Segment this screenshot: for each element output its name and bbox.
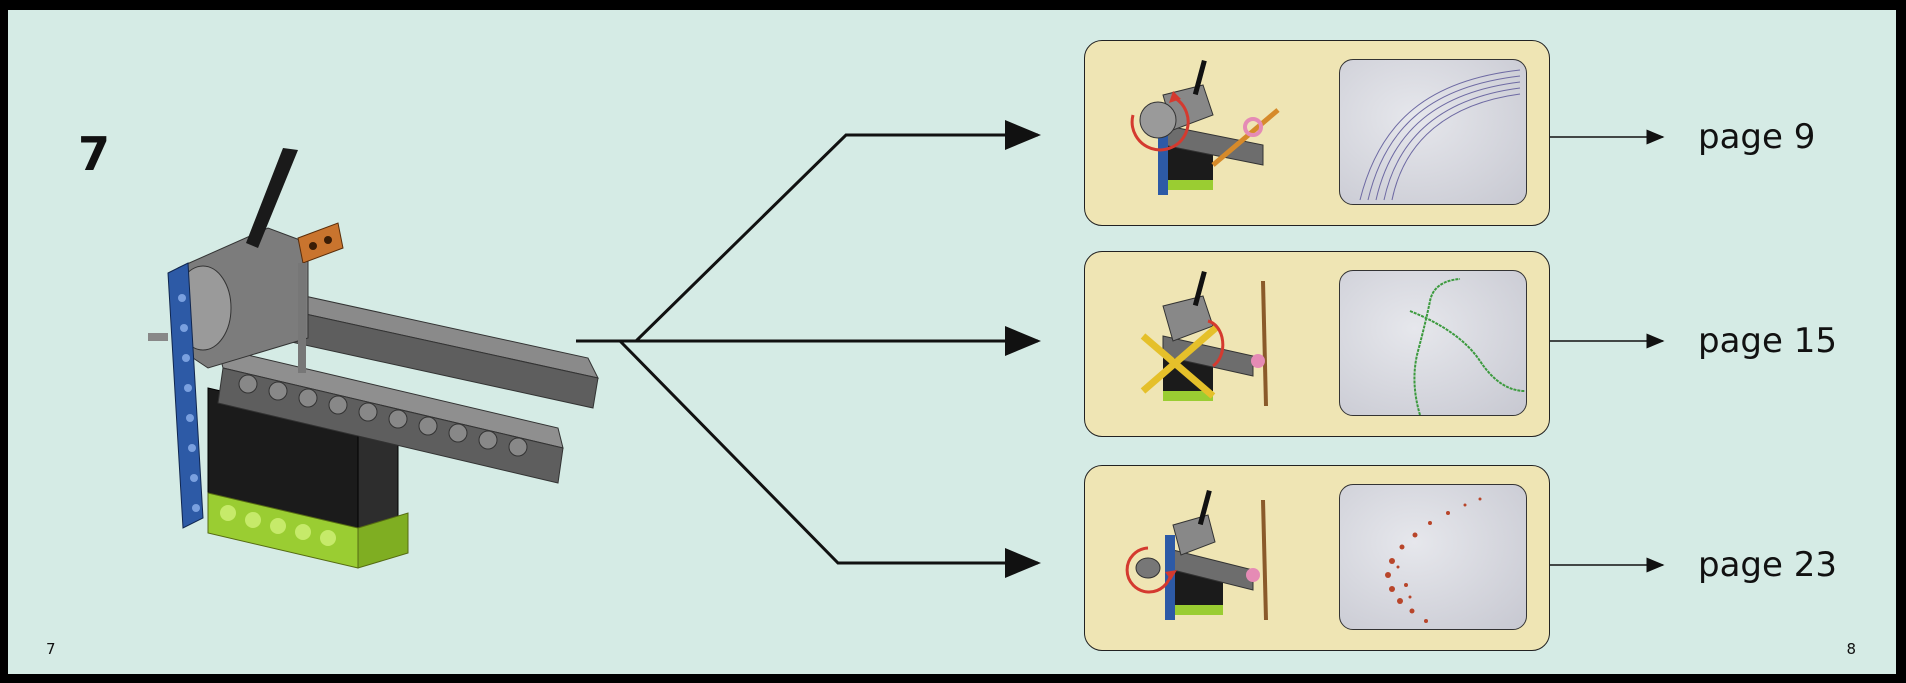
instruction-page: 7 bbox=[8, 10, 1896, 674]
drawing-result-photo-1 bbox=[1339, 59, 1527, 205]
page-link-2[interactable]: page 15 bbox=[1698, 321, 1837, 361]
page-number-right: 8 bbox=[1846, 640, 1856, 658]
page-link-1[interactable]: page 9 bbox=[1698, 117, 1816, 157]
drawing-result-photo-2 bbox=[1339, 270, 1527, 416]
step-number: 7 bbox=[78, 127, 111, 181]
model-thumbnail-1 bbox=[1130, 59, 1280, 195]
branch-line-bottom bbox=[618, 339, 1041, 578]
model-thumbnail-3 bbox=[1125, 489, 1268, 621]
orange-connector bbox=[297, 222, 344, 373]
model-thumbnail-2 bbox=[1140, 270, 1268, 407]
option-card-2[interactable] bbox=[1084, 251, 1550, 437]
page-link-3[interactable]: page 23 bbox=[1698, 545, 1837, 585]
rotation-arrow-icon-3 bbox=[1125, 546, 1173, 594]
rotation-arrow-icon bbox=[1130, 95, 1190, 152]
lime-base bbox=[207, 492, 409, 569]
gray-beam-back bbox=[267, 287, 599, 409]
option-card-1[interactable] bbox=[1084, 40, 1550, 226]
page-number-left: 7 bbox=[46, 640, 56, 658]
rotation-arrow-icon-2 bbox=[1207, 319, 1225, 368]
blue-beam bbox=[148, 262, 204, 529]
branch-arrows bbox=[576, 120, 1665, 578]
option-card-3[interactable] bbox=[1084, 465, 1550, 651]
black-axle bbox=[246, 148, 298, 248]
drawing-result-photo-3 bbox=[1339, 484, 1527, 630]
robot-model-illustration bbox=[148, 148, 599, 569]
branch-line-top bbox=[634, 120, 1041, 343]
